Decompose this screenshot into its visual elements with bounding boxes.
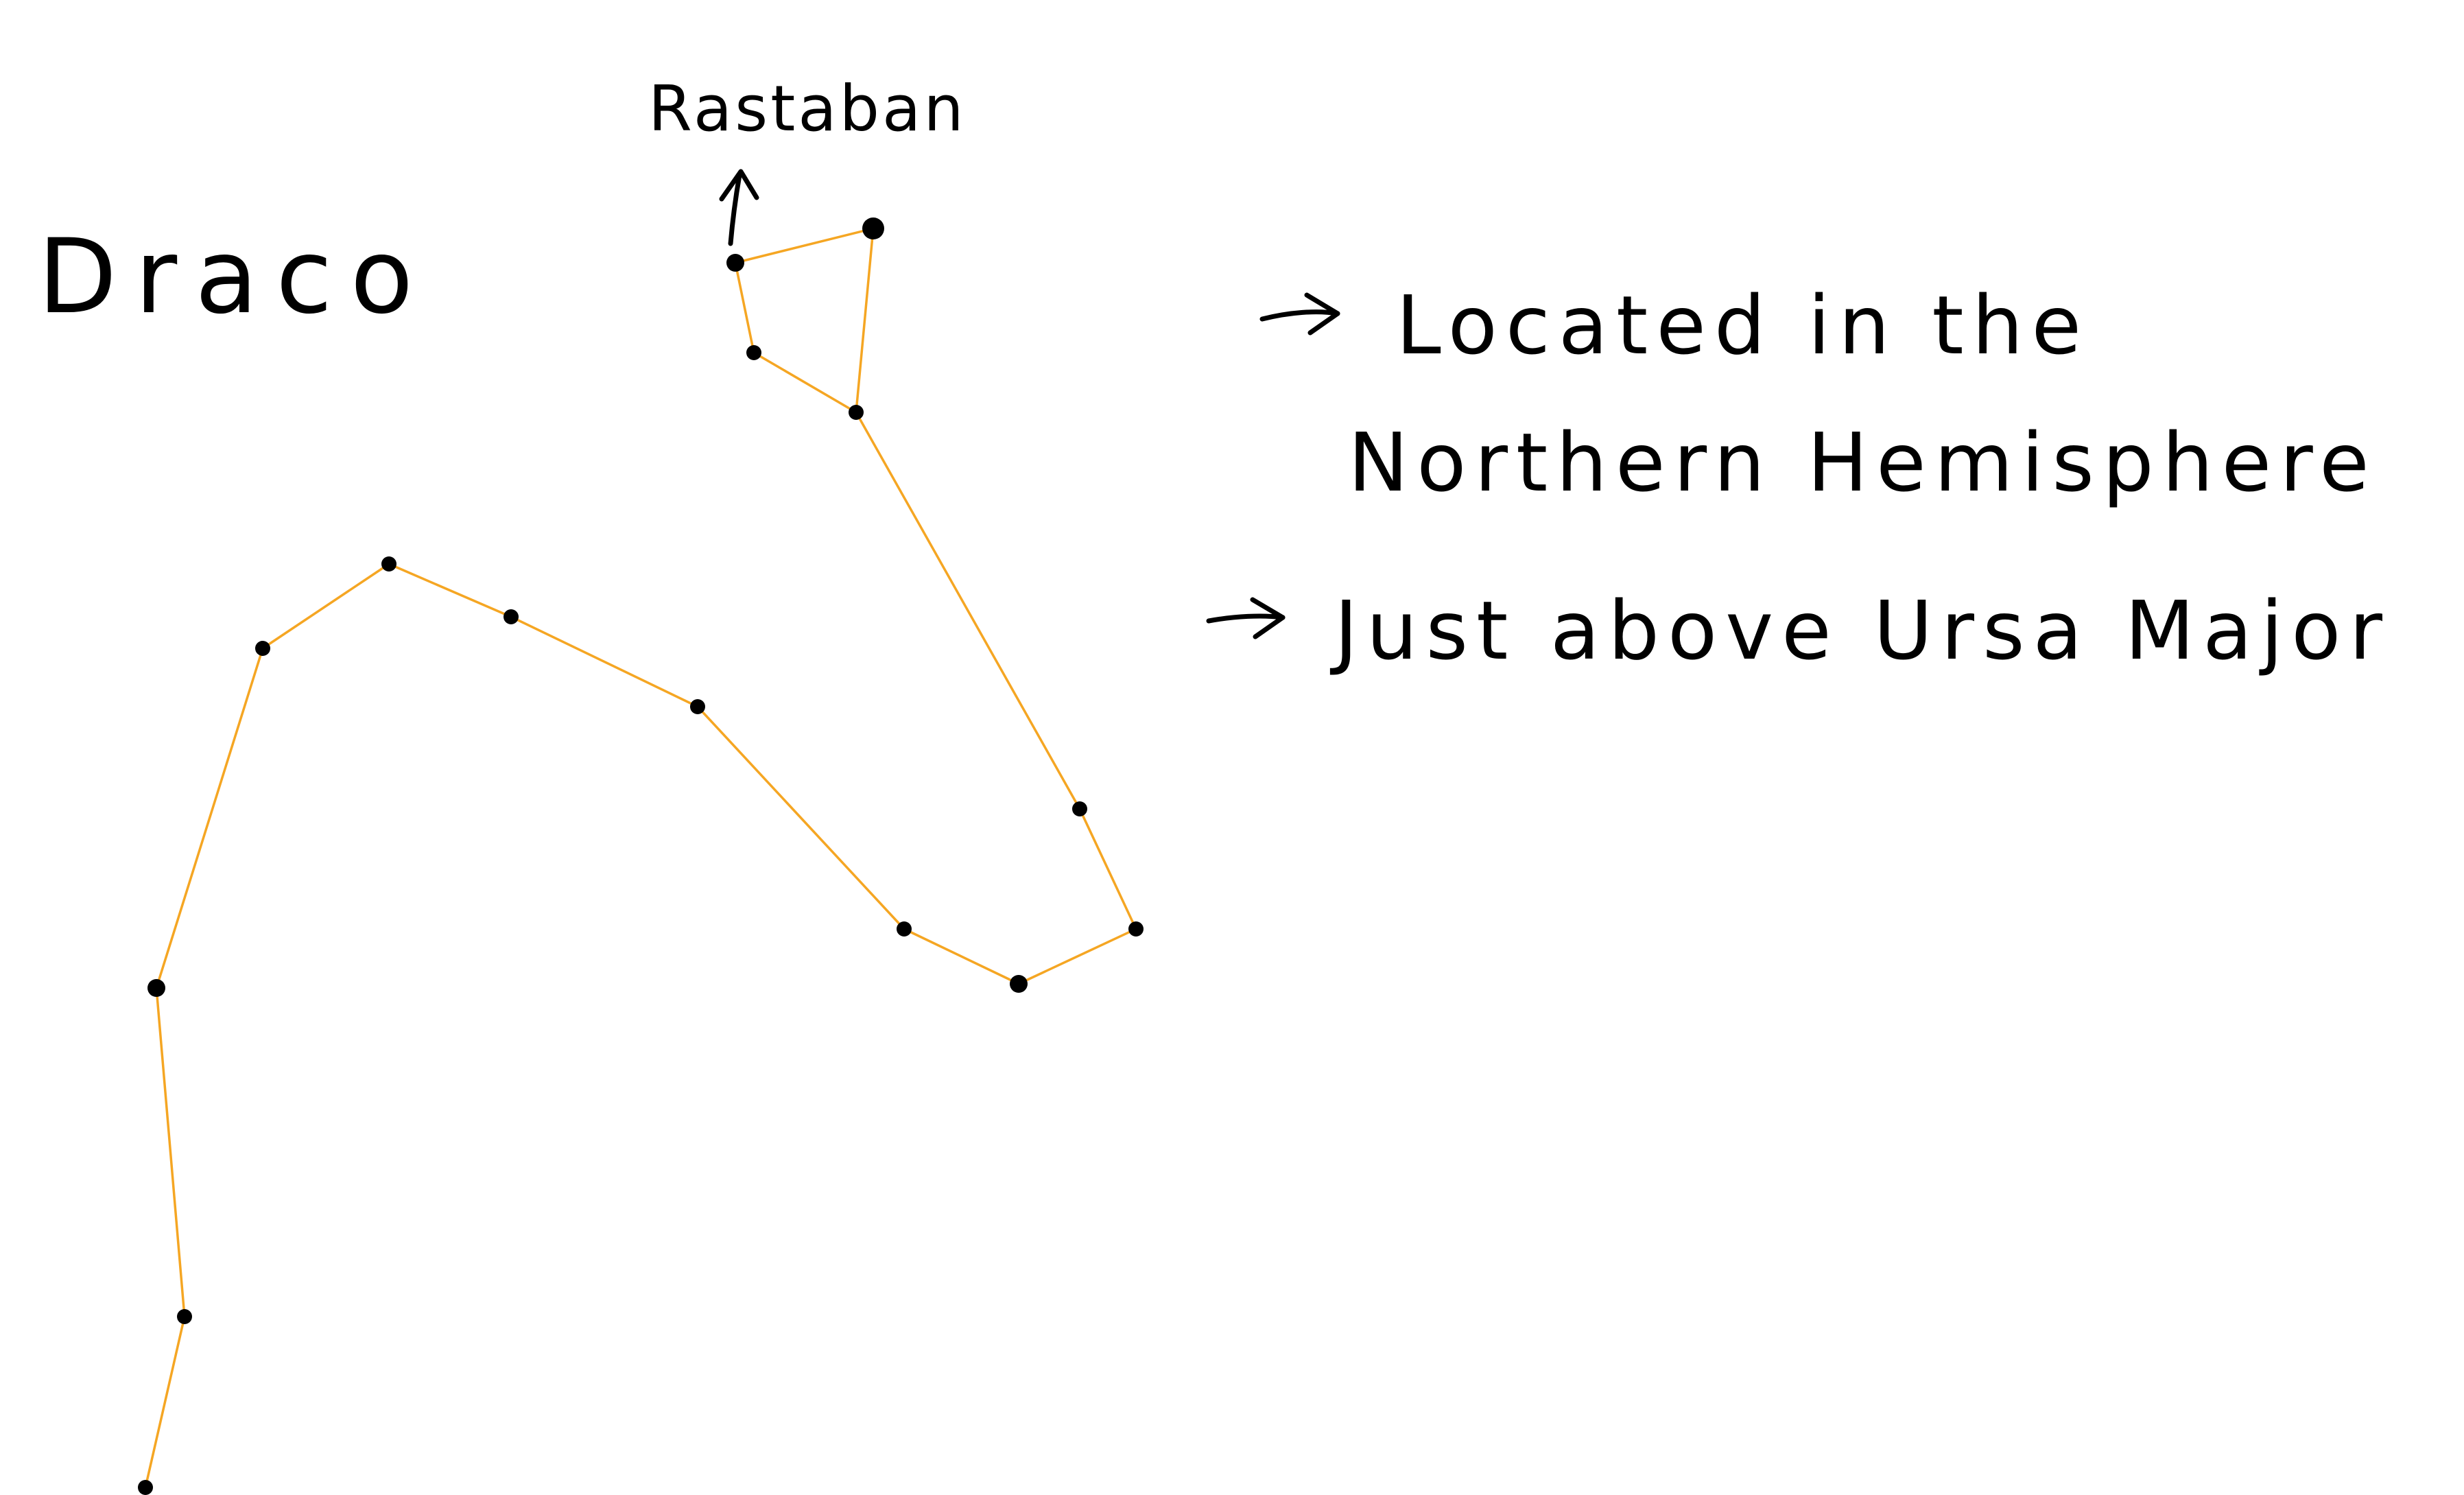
constellation-line-rastaban-head3 [734,261,755,354]
star-tail1 [147,979,165,997]
star-body4 [255,641,270,656]
note-1: Located in the Northern Hemisphere [1259,278,2378,510]
star-head3 [746,345,761,360]
constellation-line-eltanin-head4 [855,227,875,414]
star-label-rastaban: Rastaban [648,72,967,145]
up-arrow-icon [719,169,759,246]
constellation-line-neck2-bend1 [1017,928,1137,985]
star-tail3 [138,1480,153,1495]
right-arrow-icon [1259,292,1340,336]
star-body2 [504,609,519,624]
constellation-stars [138,217,1144,1495]
right-arrow-icon [1206,597,1286,639]
star-rastaban [726,254,744,272]
star-body1 [690,699,705,714]
diagram-title: Draco [38,217,431,337]
star-neck1 [1072,801,1087,816]
star-head4 [849,405,864,420]
star-bend1 [1010,975,1028,993]
constellation-line-body2-body3 [388,563,512,618]
constellation-line-tail1-tail2 [155,987,186,1318]
constellation-line-rastaban-eltanin [734,227,875,264]
note-2: Just above Ursa Major [1206,583,2391,678]
note-1-line-1: Located in the [1396,278,2089,373]
note-2-line-1: Just above Ursa Major [1329,583,2391,678]
constellation-line-neck1-neck2 [1078,808,1137,930]
star-body3 [381,556,396,572]
note-1-line-2: Northern Hemisphere [1348,415,2378,510]
constellation-line-bend2-body1 [696,705,905,930]
constellation-line-bend1-bend2 [903,928,1020,985]
constellation-lines [144,227,1137,1489]
constellation-line-head3-head4 [753,351,857,414]
constellation-line-body1-body2 [510,615,699,708]
star-neck2 [1128,921,1144,937]
constellation-line-head4-neck1 [855,411,1081,810]
constellation-line-body4-tail1 [155,647,264,989]
star-eltanin [862,217,884,239]
constellation-line-tail2-tail3 [144,1315,186,1489]
star-bend2 [897,921,912,937]
star-tail2 [177,1309,192,1324]
constellation-line-body3-body4 [261,563,390,650]
